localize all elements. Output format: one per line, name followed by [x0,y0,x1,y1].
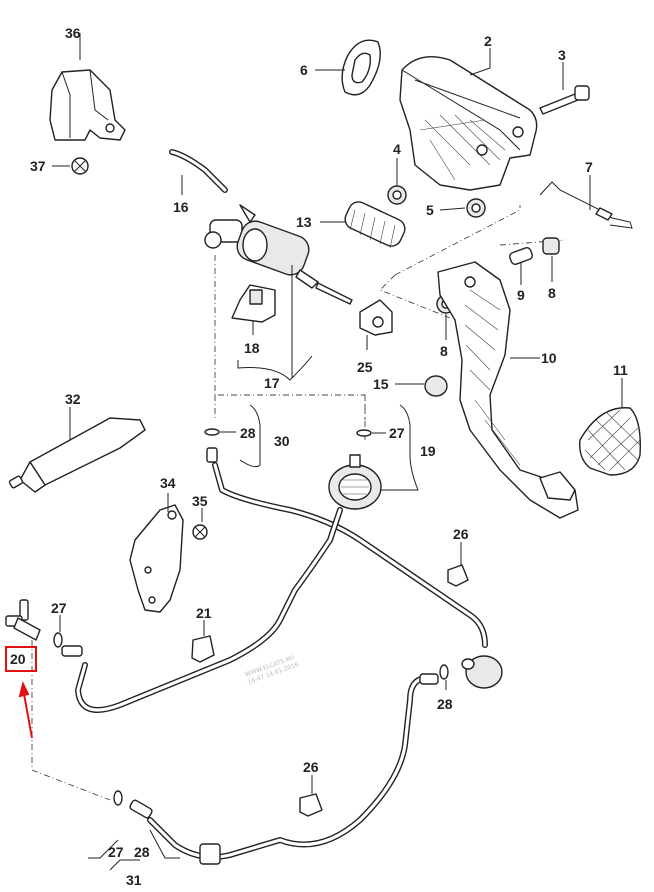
callout-15: 15 [373,376,389,392]
fitting-27-28-bottom [113,790,153,819]
part-5-nut [466,198,486,218]
callout-32: 32 [65,391,81,407]
callout-28-right: 28 [437,696,453,712]
part-10-pedal-arm [437,261,579,519]
part-3-bolt [539,85,590,115]
part-19-damper [328,454,382,510]
callout-11: 11 [613,362,628,378]
callout-30: 30 [274,433,290,449]
part-36-bracket [49,69,126,141]
fitting-27-left [53,632,83,657]
callout-8-right: 8 [548,285,556,301]
part-26-clip-upper [447,564,469,587]
callout-36: 36 [65,25,81,41]
callout-19: 19 [420,443,436,459]
callout-3: 3 [558,47,566,63]
callout-27-top: 27 [389,425,405,441]
part-11-pedal-pad [579,407,641,476]
callout-26-lower: 26 [303,759,319,775]
callout-8-left: 8 [440,343,448,359]
part-2-pedal-bracket [399,56,538,191]
part-34-bracket [129,504,184,613]
part-4-nut [387,185,407,205]
fitting-28-top-left [204,428,220,463]
part-37-clip [71,157,89,175]
part-9-pin [509,247,533,265]
callout-35: 35 [192,493,208,509]
part-17-master-cylinder [204,204,353,305]
part-15-stop [424,375,448,397]
callout-7: 7 [585,159,593,175]
callout-26-upper: 26 [453,526,469,542]
callout-labels: 2 3 4 5 6 7 8 8 9 10 11 13 15 16 17 18 1… [10,25,628,888]
part-32-grease-tube [8,417,146,493]
part-8-bushing-right [542,237,560,255]
callout-28-bottom: 28 [134,844,150,860]
callout-37: 37 [30,158,46,174]
fitting-27-top-right [356,429,372,437]
part-6-gasket [341,39,381,96]
callout-16: 16 [173,199,189,215]
part-20-highlight [5,646,37,739]
line-damper [199,843,221,865]
callout-28-top: 28 [240,425,256,441]
callout-2: 2 [484,33,492,49]
slave-cylinder-connector [461,655,503,689]
callout-27-bottom: 27 [108,844,124,860]
part-26-clip-lower [299,793,323,817]
part-25-clip [359,299,393,336]
part-16-cable [169,149,228,193]
part-20-tee-connector [5,599,41,641]
callout-18: 18 [244,340,260,356]
part-13-spring [344,201,406,249]
leader-lines [52,33,623,871]
callout-27-left: 27 [51,600,67,616]
part-7-spring-wire [539,181,633,229]
callout-9: 9 [517,287,525,303]
callout-17: 17 [264,375,280,391]
callout-10: 10 [541,350,557,366]
callout-25: 25 [357,359,373,375]
callout-5: 5 [426,202,434,218]
callout-20: 20 [10,651,26,667]
part-21-clip [191,635,215,663]
callout-6: 6 [300,62,308,78]
part-18-bracket [231,284,276,323]
callout-21: 21 [196,605,212,621]
callout-31: 31 [126,872,142,888]
fitting-28-right [419,664,449,685]
callout-34: 34 [160,475,176,491]
callout-13: 13 [296,214,312,230]
callout-4: 4 [393,141,401,157]
part-35-screw [192,524,208,540]
watermark: WWW.ELCATS.RU 16:47 14.01.2016 [244,654,300,686]
